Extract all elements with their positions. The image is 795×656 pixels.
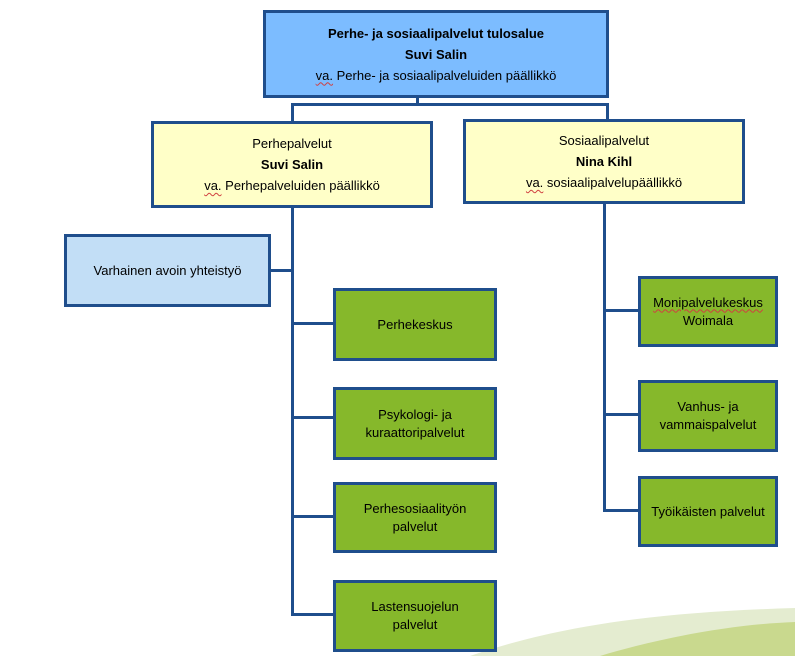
lastensuojelu-box: Lastensuojelun palvelut [333, 580, 497, 652]
perhesosiaalityo-box: Perhesosiaalityön palvelut [333, 482, 497, 553]
sosiaalipalvelut-role-prefix: va. [525, 175, 544, 190]
top-unit-box: Perhe- ja sosiaalipalvelut tulosalue Suv… [263, 10, 609, 98]
connector-psykologi [291, 416, 336, 419]
perhekeskus-box: Perhekeskus [333, 288, 497, 361]
sosiaalipalvelut-title: Sosiaalipalvelut [558, 133, 650, 148]
sosiaalipalvelut-role-text: sosiaalipalvelupäällikkö [543, 175, 683, 190]
perhesosiaalityo-label-line2: palvelut [392, 518, 438, 534]
top-unit-role-text: Perhe- ja sosiaalipalveluiden päällikkö [333, 67, 557, 83]
connector-monipalvelukeskus [603, 309, 641, 312]
tyoikaisten-label: Työikäisten palvelut [651, 503, 765, 519]
psykologi-kuraattori-label-line1: Psykologi- ja [378, 406, 452, 422]
monipalvelukeskus-label-line2: Woimala [682, 312, 734, 328]
psykologi-kuraattori-box: Psykologi- ja kuraattoripalvelut [333, 387, 497, 460]
perhepalvelut-role-prefix: va. [204, 178, 222, 193]
perhesosiaalityo-label-line1: Perhesosiaalityön [363, 500, 467, 516]
connector-top-down [416, 97, 419, 105]
perhepalvelut-role: va. Perhepalveluiden päällikkö [204, 175, 380, 196]
top-unit-title: Perhe- ja sosiaalipalvelut tulosalue [327, 25, 545, 41]
connector-sosiaali-trunk [603, 203, 606, 512]
sosiaalipalvelut-manager-name: Nina Kihl [575, 154, 633, 169]
varhainen-avoin-yhteistyo-box: Varhainen avoin yhteistyö [64, 234, 271, 307]
connector-perhe-trunk [291, 205, 294, 616]
perhekeskus-label: Perhekeskus [377, 316, 453, 332]
top-unit-manager-name: Suvi Salin [404, 46, 468, 62]
perhepalvelut-manager-name: Suvi Salin [260, 157, 324, 172]
perhepalvelut-role-text: Perhepalveluiden päällikkö [221, 178, 380, 193]
sosiaalipalvelut-box: Sosiaalipalvelut Nina Kihl va. sosiaalip… [463, 119, 745, 204]
connector-vanhus [603, 413, 641, 416]
connector-to-perhepalvelut [291, 103, 294, 123]
top-unit-role: va. Perhe- ja sosiaalipalveluiden päälli… [316, 65, 557, 86]
connector-perhekeskus [291, 322, 336, 325]
connector-top-horizontal [291, 103, 609, 106]
sosiaalipalvelut-role: va. sosiaalipalvelupäällikkö [526, 172, 682, 193]
vanhus-vammais-label-line2: vammaispalvelut [659, 417, 757, 432]
vanhus-vammais-box: Vanhus- ja vammaispalvelut [638, 380, 778, 452]
perhepalvelut-title: Perhepalvelut [252, 136, 332, 151]
monipalvelukeskus-box: Monipalvelukeskus Woimala [638, 276, 778, 347]
connector-perhesosiaalityo [291, 515, 336, 518]
psykologi-kuraattori-label-line2: kuraattoripalvelut [365, 424, 465, 440]
top-unit-role-prefix: va. [315, 67, 334, 83]
lastensuojelu-label-line2: palvelut [392, 617, 438, 632]
monipalvelukeskus-label-line1: Monipalvelukeskus [653, 294, 763, 310]
connector-tyoikaisten [603, 509, 641, 512]
tyoikaisten-box: Työikäisten palvelut [638, 476, 778, 547]
varhainen-avoin-yhteistyo-label: Varhainen avoin yhteistyö [93, 263, 242, 278]
connector-lastensuojelu [291, 613, 336, 616]
perhepalvelut-box: Perhepalvelut Suvi Salin va. Perhepalvel… [151, 121, 433, 208]
vanhus-vammais-label-line1: Vanhus- ja [677, 399, 739, 414]
connector-varhainen [269, 269, 293, 272]
lastensuojelu-label-line1: Lastensuojelun [371, 599, 459, 614]
connector-to-sosiaalipalvelut [606, 103, 609, 123]
